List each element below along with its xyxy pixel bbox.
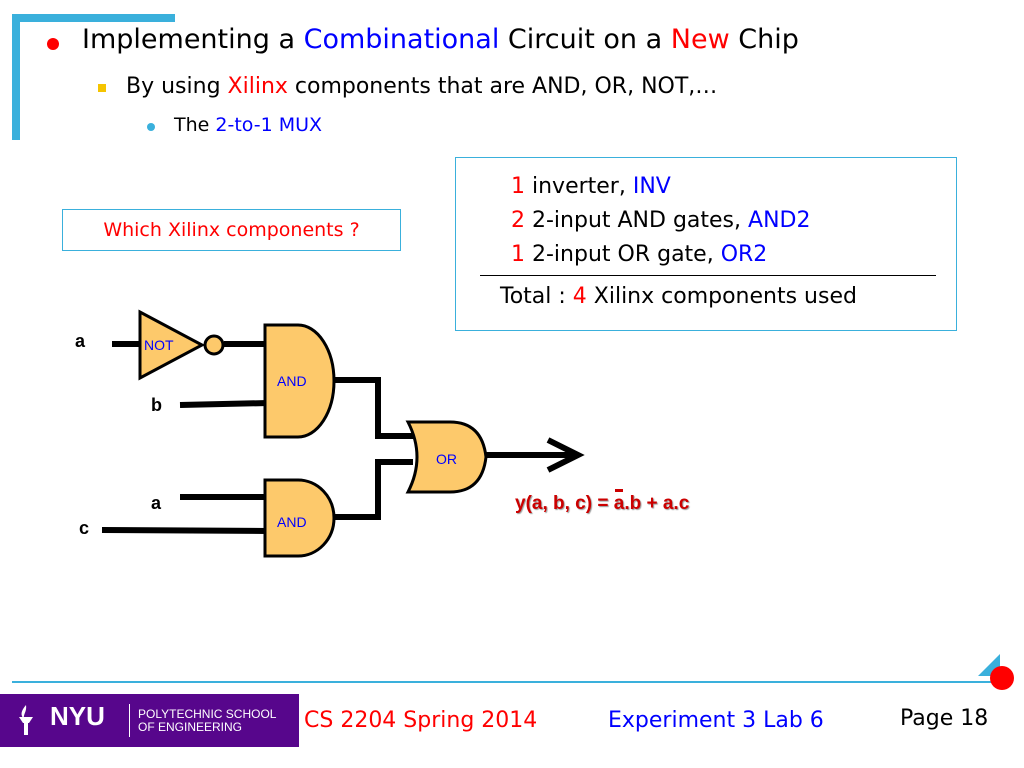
input-a-bottom: a xyxy=(151,493,162,513)
circuit-diagram xyxy=(101,309,585,558)
nyu-logo-separator xyxy=(129,704,130,737)
bullet-level3: The 2-to-1 MUX xyxy=(174,114,323,136)
not-bubble xyxy=(203,334,225,356)
input-a-top: a xyxy=(75,331,86,351)
torch-icon xyxy=(19,705,33,735)
not-gate-label: NOT xyxy=(144,337,174,353)
footer-divider xyxy=(12,681,997,683)
output-equation: y(a, b, c) = a.b + a.c xyxy=(515,489,690,514)
summary-total: Total : 4 Xilinx components used xyxy=(500,284,857,309)
and-gate-top-label: AND xyxy=(277,373,307,389)
or-gate xyxy=(405,420,488,494)
and-gate-top xyxy=(263,323,336,439)
bullet-small-dot-icon xyxy=(147,123,155,131)
corner-ornament xyxy=(978,654,1014,690)
wire-and-to-or-top xyxy=(334,377,413,439)
wire-b-to-and xyxy=(179,400,269,408)
bullet-level2: By using Xilinx components that are AND,… xyxy=(126,74,718,99)
not-gate xyxy=(138,309,206,381)
arrowhead-icon xyxy=(546,437,585,473)
nyu-logo-bar xyxy=(0,694,299,747)
summary-row-and: 2 2-input AND gates, AND2 xyxy=(511,208,811,233)
components-summary-box: 1 inverter, INV 2 2-input AND gates, AND… xyxy=(455,157,957,331)
footer-page-number: Page 18 xyxy=(900,706,989,731)
and-gate-bottom xyxy=(263,478,336,558)
wire-c-to-and2 xyxy=(101,527,269,534)
input-b: b xyxy=(151,395,162,415)
summary-divider xyxy=(480,275,936,276)
bullet-level1: Implementing a Combinational Circuit on … xyxy=(82,24,799,55)
footer-course: CS 2204 Spring 2014 xyxy=(304,708,538,733)
and-gate-bottom-label: AND xyxy=(277,514,307,530)
wire-and-to-or-bottom xyxy=(334,459,413,520)
input-c: c xyxy=(79,518,90,538)
footer-experiment: Experiment 3 Lab 6 xyxy=(608,708,824,733)
nyu-logo-text: NYU xyxy=(50,701,105,731)
bullet-square-icon xyxy=(98,84,106,92)
or-gate-label: OR xyxy=(436,451,457,467)
question-box: Which Xilinx components ? xyxy=(62,209,401,251)
school-name: POLYTECHNIC SCHOOL OF ENGINEERING xyxy=(138,707,277,734)
corner-frame xyxy=(12,14,175,140)
summary-row-or: 1 2-input OR gate, OR2 xyxy=(511,242,768,267)
bullet-dot-icon xyxy=(47,38,59,50)
summary-row-inverter: 1 inverter, INV xyxy=(511,174,671,199)
